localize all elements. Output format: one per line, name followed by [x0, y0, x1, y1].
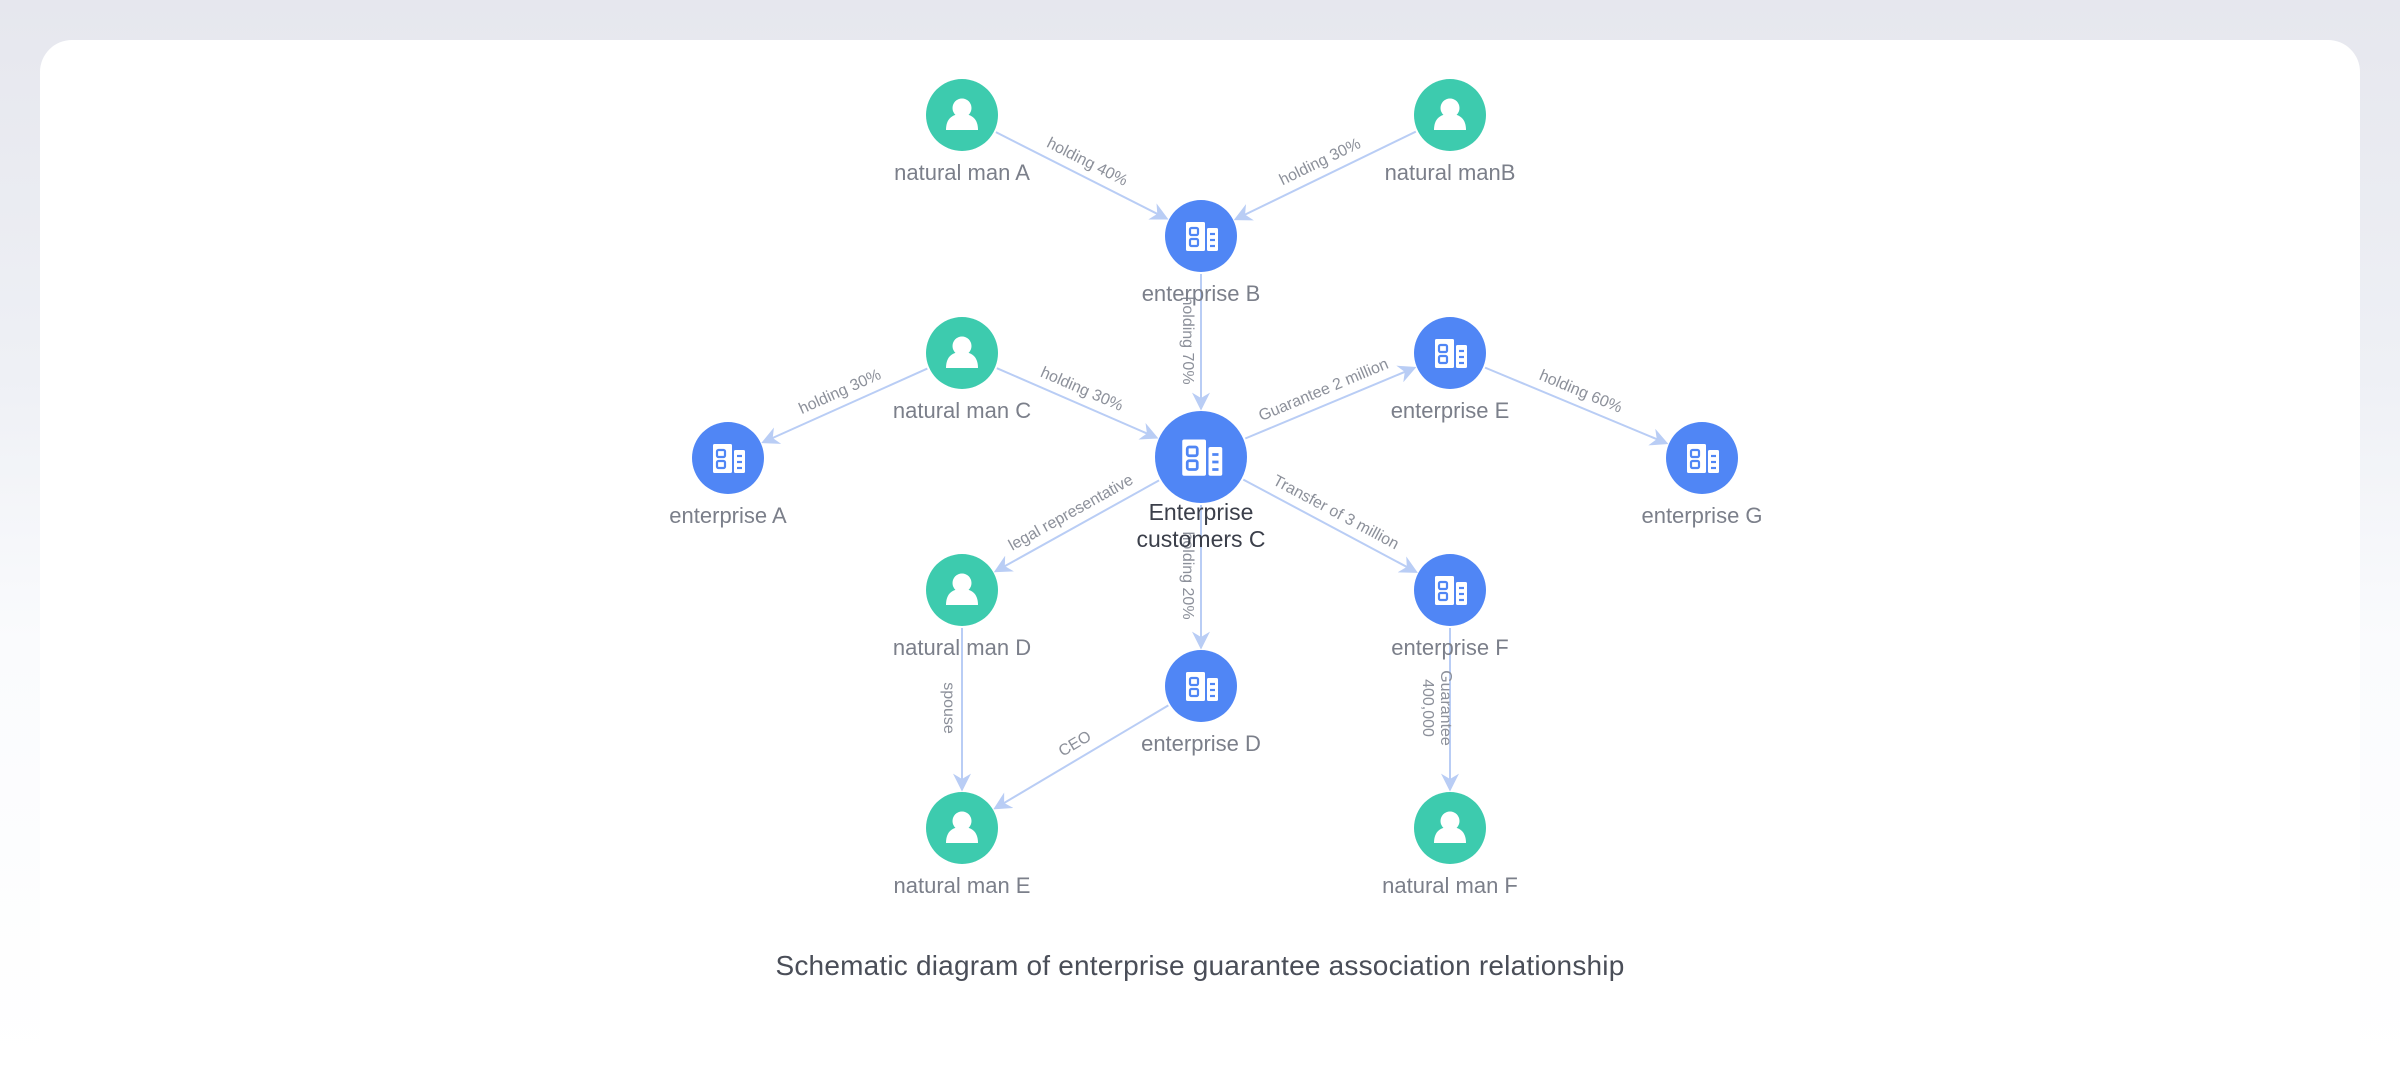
edge: spouse [940, 628, 971, 792]
edge-line [995, 131, 1169, 220]
node-label: enterprise E [1391, 398, 1510, 423]
edge-line [996, 367, 1159, 440]
node-label: enterprise D [1141, 731, 1261, 756]
building-icon [1182, 439, 1223, 476]
edge-label: legal representative [1006, 472, 1136, 555]
building-icon [713, 444, 745, 473]
node-label: natural manB [1385, 160, 1516, 185]
node-entA[interactable]: enterprise A [669, 422, 787, 528]
node-entE[interactable]: enterprise E [1391, 317, 1510, 423]
edge-line [1233, 130, 1417, 221]
edge-label: Transfer of 3 million [1270, 472, 1401, 553]
node-label: enterprise B [1142, 281, 1261, 306]
edge-line [1242, 478, 1418, 573]
edge: Guarantee400,000 [1419, 628, 1459, 792]
edge: holding 70% [1179, 274, 1210, 411]
person-icon [946, 573, 978, 605]
edge-line [993, 704, 1169, 810]
edge-line [993, 479, 1160, 573]
node-nmB[interactable]: natural manB [1385, 79, 1516, 185]
node-entG[interactable]: enterprise G [1641, 422, 1763, 528]
node-nmE[interactable]: natural man E [894, 792, 1031, 898]
node-entF[interactable]: enterprise F [1391, 554, 1509, 660]
person-icon [1434, 811, 1466, 843]
building-icon [1435, 339, 1467, 368]
node-label: natural man A [894, 160, 1030, 185]
node-label: enterprise A [669, 503, 787, 528]
building-icon [1186, 222, 1218, 251]
node-nmC[interactable]: natural man C [893, 317, 1031, 423]
edge: legal representative [993, 472, 1160, 573]
edge-label: holding 60% [1537, 367, 1625, 417]
building-icon [1435, 576, 1467, 605]
node-label: natural man F [1382, 873, 1518, 898]
diagram-caption: Schematic diagram of enterprise guarante… [775, 950, 1625, 981]
node-entB[interactable]: enterprise B [1142, 200, 1261, 306]
person-icon [946, 811, 978, 843]
edge-label: Guarantee 2 million [1256, 356, 1391, 425]
node-label: enterprise F [1391, 635, 1508, 660]
edge-label: Guarantee400,000 [1419, 670, 1454, 746]
node-label: natural man E [894, 873, 1031, 898]
edge-label: spouse [940, 682, 957, 734]
edge: Transfer of 3 million [1242, 472, 1418, 573]
person-icon [946, 336, 978, 368]
edge: Guarantee 2 million [1244, 356, 1417, 440]
edge-label: holding 30% [796, 366, 883, 418]
edge: holding 60% [1484, 366, 1669, 446]
edge-label: holding 70% [1179, 296, 1196, 384]
edge-line [761, 367, 928, 444]
building-icon [1186, 672, 1218, 701]
edge-label: CEO [1056, 728, 1094, 760]
nodes-layer: natural man A natural manB enterprise B nat… [669, 79, 1763, 898]
edge-line [1484, 366, 1669, 446]
person-icon [1434, 98, 1466, 130]
node-label: natural man D [893, 635, 1031, 660]
node-nmD[interactable]: natural man D [893, 554, 1031, 660]
edge: CEO [993, 704, 1169, 810]
edge: holding 20% [1179, 505, 1210, 650]
edge-label: holding 30% [1277, 135, 1364, 189]
edge-label: holding 20% [1179, 531, 1196, 619]
node-nmF[interactable]: natural man F [1382, 792, 1518, 898]
node-label: natural man C [893, 398, 1031, 423]
building-icon [1687, 444, 1719, 473]
edge-label: holding 30% [1038, 364, 1126, 415]
node-nmA[interactable]: natural man A [894, 79, 1030, 185]
node-label: enterprise G [1641, 503, 1762, 528]
edge-line [1244, 365, 1417, 440]
person-icon [946, 98, 978, 130]
node-entD[interactable]: enterprise D [1141, 650, 1261, 756]
